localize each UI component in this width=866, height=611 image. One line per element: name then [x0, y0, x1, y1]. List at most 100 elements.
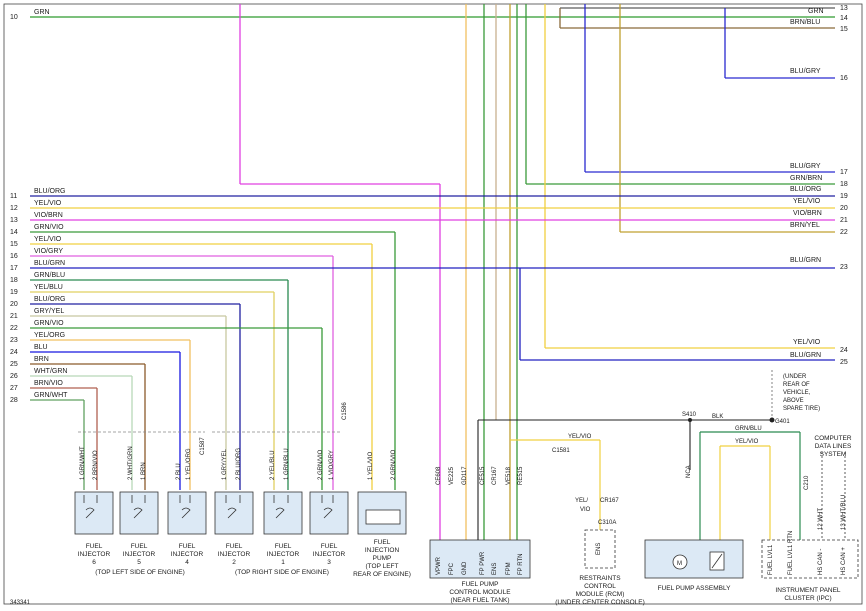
- ipc-line2: CLUSTER (IPC): [784, 595, 831, 602]
- left-text-17: BLU/GRN: [34, 260, 65, 267]
- right-text-blu-gry-16: BLU/GRY: [790, 68, 821, 75]
- injector-4: FUEL INJECTOR 4 2 BLU 1 YEL/ORG C1587: [167, 437, 207, 566]
- injector-1-pin-a: 2 YEL/BLU: [270, 450, 276, 480]
- fip-line5: REAR OF ENGINE): [353, 571, 411, 578]
- injector-2-pin-b: 2 BLU/ORG: [236, 448, 242, 480]
- circuit-ve225: VE225: [449, 466, 455, 485]
- top-left-engine-label: (TOP LEFT SIDE OF ENGINE): [95, 569, 185, 576]
- ground-loc-5: SPARE TIRE): [783, 406, 820, 412]
- left-num-22: 22: [10, 325, 18, 332]
- left-text-16: VIO/GRY: [34, 248, 63, 255]
- injector-2-pin-a: 1 GRY/YEL: [222, 448, 228, 480]
- left-text-27: BRN/VIO: [34, 380, 63, 387]
- injector-4-line3: 4: [185, 559, 189, 566]
- right-num-21: 21: [840, 217, 848, 224]
- splice-s410-dot: [688, 418, 692, 422]
- fpcm-fn-fp-pwr: FP PWR: [480, 551, 486, 575]
- injector-6: FUEL INJECTOR 6 1 GRN/WHT 2 BRN/VIO: [74, 446, 114, 566]
- injector-2: FUEL INJECTOR 2 1 GRY/YEL 2 BLU/ORG: [214, 448, 254, 566]
- injector-6-line1: FUEL: [86, 543, 103, 550]
- right-text-blu-grn-25: BLU/GRN: [790, 352, 821, 359]
- right-text-yel-vio: YEL/VIO: [793, 198, 821, 205]
- rcm-line2: CONTROL: [584, 583, 616, 590]
- fuel-level-sender-arrow: [711, 553, 723, 569]
- rcm-ens: ENS: [596, 543, 602, 555]
- left-num-20: 20: [10, 301, 18, 308]
- top-right-engine-label: (TOP RIGHT SIDE OF ENGINE): [235, 569, 329, 576]
- injector-4-line2: INJECTOR: [171, 551, 204, 558]
- left-num-26: 26: [10, 373, 18, 380]
- rcm-line4: (UNDER CENTER CONSOLE): [555, 599, 645, 606]
- c310a-label: C310A: [598, 520, 616, 526]
- injector-3-line1: FUEL: [321, 543, 338, 550]
- yel-vio-rcm-label: YEL/VIO: [568, 434, 592, 440]
- rcm-line1: RESTRAINTS: [579, 575, 621, 582]
- left-num-24: 24: [10, 349, 18, 356]
- rcm-wire-1: YEL/: [575, 498, 588, 504]
- left-wire-labels: 10 GRN 11 BLU/ORG 12 YEL/VIO 13 VIO/BRN …: [10, 9, 68, 404]
- left-num-21: 21: [10, 313, 18, 320]
- ground-loc-4: ABOVE: [783, 398, 804, 404]
- injector-5: FUEL INJECTOR 5 2 WHT/GRN 1 BRN: [119, 446, 159, 566]
- splice-s410-label: S410: [682, 412, 697, 418]
- circuit-ce608: CE608: [436, 466, 442, 485]
- ground-g401-dot: [769, 417, 775, 423]
- ipc-hs-can-plus: HS CAN +: [841, 547, 847, 575]
- fip-line2: INJECTION: [365, 547, 400, 554]
- fip-pin-2: 2 GRN/VIO: [391, 449, 397, 480]
- left-num-18: 18: [10, 277, 18, 284]
- diagram-frame: [3, 3, 863, 605]
- fpcm-line3: (NEAR FUEL TANK): [450, 597, 509, 604]
- injector-4-pin-b: 1 YEL/ORG: [186, 448, 192, 480]
- injector-2-line1: FUEL: [226, 543, 243, 550]
- fuel-pump-control-module: VPWR FPC GND FP PWR ENS FPM FP RTN FUEL …: [429, 539, 531, 604]
- left-text-23: YEL/ORG: [34, 332, 65, 339]
- c210-label: C210: [804, 475, 810, 490]
- fuel-injection-pump: FUEL INJECTION PUMP (TOP LEFT REAR OF EN…: [353, 449, 411, 578]
- injector-6-pin-a: 1 GRN/WHT: [80, 446, 86, 480]
- injector-2-line2: INJECTOR: [218, 551, 251, 558]
- grn-blu-label: GRN/BLU: [735, 426, 762, 432]
- right-num-20: 20: [840, 205, 848, 212]
- left-num-19: 19: [10, 289, 18, 296]
- injector-3-pin-b: 1 VIO/GRY: [329, 450, 335, 480]
- circuit-re515: RE515: [518, 466, 524, 485]
- injector-6-pin-b: 2 BRN/VIO: [93, 450, 99, 480]
- ground-loc-3: VEHICLE,: [783, 390, 811, 396]
- instrument-panel-cluster: FUEL LVL1 FUEL LVL1 RTN HS CAN - HS CAN …: [761, 531, 859, 602]
- right-text-vio-brn: VIO/BRN: [793, 210, 822, 217]
- left-num-13: 13: [10, 217, 18, 224]
- right-text-grn: GRN: [808, 8, 824, 15]
- connector-c1586-label: C1586: [342, 402, 348, 420]
- injector-5-pin-b: 1 BRN: [141, 462, 147, 480]
- cdl-line1: COMPUTER: [814, 435, 852, 442]
- left-text-20: BLU/ORG: [34, 296, 66, 303]
- ipc-pin-13: 13 WHT/BLU: [841, 495, 847, 530]
- right-num-19: 19: [840, 193, 848, 200]
- injector-5-pin-a: 2 WHT/GRN: [128, 446, 134, 480]
- fpcm-fn-ens: ENS: [492, 563, 498, 575]
- left-text-22: GRN/VIO: [34, 320, 64, 327]
- right-text-brn-yel: BRN/YEL: [790, 222, 820, 229]
- injector-2-line3: 2: [232, 559, 236, 566]
- diagram-id: 343341: [10, 600, 31, 606]
- left-text-28: GRN/WHT: [34, 392, 68, 399]
- injector-1-line1: FUEL: [275, 543, 292, 550]
- fpcm-line2: CONTROL MODULE: [449, 589, 511, 596]
- left-num-12: 12: [10, 205, 18, 212]
- ground-loc-1: (UNDER: [783, 374, 807, 380]
- injector-3-pin-a: 2 GRN/VIO: [318, 449, 324, 480]
- ipc-pin-12: 12 WHT: [818, 508, 824, 530]
- left-text-14: GRN/VIO: [34, 224, 64, 231]
- left-text-11: BLU/ORG: [34, 188, 66, 195]
- injector-1-line3: 1: [281, 559, 285, 566]
- left-num-28: 28: [10, 397, 18, 404]
- fpcm-fn-fpm: FPM: [506, 562, 512, 575]
- injector-6-line3: 6: [92, 559, 96, 566]
- c1581-label: C1581: [552, 448, 570, 454]
- injector-4-line1: FUEL: [179, 543, 196, 550]
- ground-g401-label: G401: [775, 419, 790, 425]
- left-num-25: 25: [10, 361, 18, 368]
